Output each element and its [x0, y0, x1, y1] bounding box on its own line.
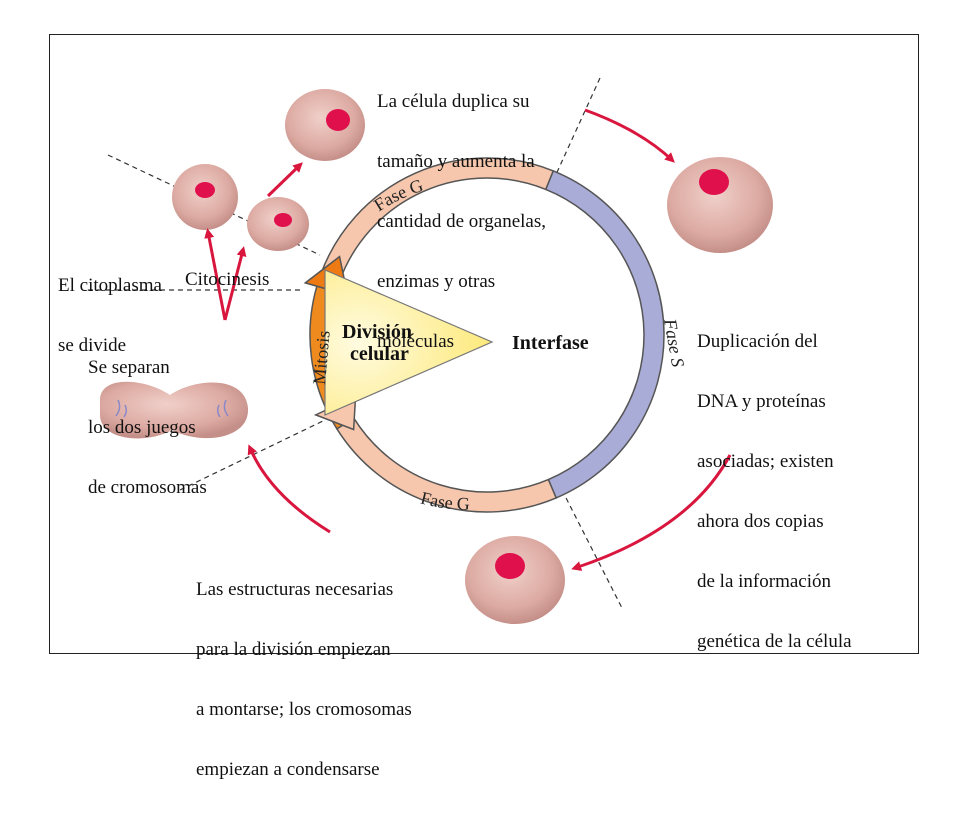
- arrow-growth: [584, 108, 675, 163]
- arrow-cytoplasm-left: [204, 228, 227, 321]
- nucleus-icon: [495, 553, 525, 579]
- dna-duplication-description: Duplicación del DNA y proteínas asociada…: [697, 331, 852, 652]
- division-label-line1: División: [342, 321, 412, 343]
- arrow-cytoplasm-right: [223, 246, 247, 321]
- arrow-dna: [571, 454, 732, 571]
- cell-bottom: [465, 536, 565, 624]
- citocinesis-label: Citocinesis: [185, 269, 270, 290]
- s-phase-label: Fase S: [660, 316, 688, 368]
- nucleus-icon: [699, 169, 729, 195]
- division-triangle: [324, 269, 494, 416]
- nucleus-icon: [326, 109, 350, 131]
- cell-right: [667, 157, 773, 253]
- structures-description: Las estructuras necesarias para la divis…: [196, 579, 412, 780]
- cell-top: [285, 89, 365, 161]
- arrow-small-to-large: [266, 162, 303, 198]
- cytoplasm-description: El citoplasma se divide: [58, 275, 162, 356]
- chromosomes-description: Se separan los dos juegos de cromosomas: [88, 357, 207, 498]
- dividing-cell: [100, 381, 249, 439]
- cycle-graphic: Fase G Fase G Fase S Mitosis División ce…: [88, 77, 773, 624]
- diagram-frame: [49, 34, 919, 654]
- mitosis-label: Mitosis: [309, 330, 334, 386]
- division-label-line2: celular: [350, 343, 409, 365]
- divider-line-top-right: [547, 77, 601, 193]
- cell-top-left: [172, 164, 238, 230]
- interfase-label: Interfase: [512, 332, 589, 354]
- nucleus-icon: [195, 182, 215, 198]
- arrow-structures: [247, 444, 331, 534]
- cell-growth-description: La célula duplica su tamaño y aumenta la…: [377, 91, 546, 352]
- cell-small: [247, 197, 309, 251]
- divider-line-bottom-right: [561, 489, 623, 609]
- nucleus-icon: [274, 213, 292, 227]
- cell-cycle-diagram: Fase G Fase G Fase S Mitosis División ce…: [49, 34, 919, 780]
